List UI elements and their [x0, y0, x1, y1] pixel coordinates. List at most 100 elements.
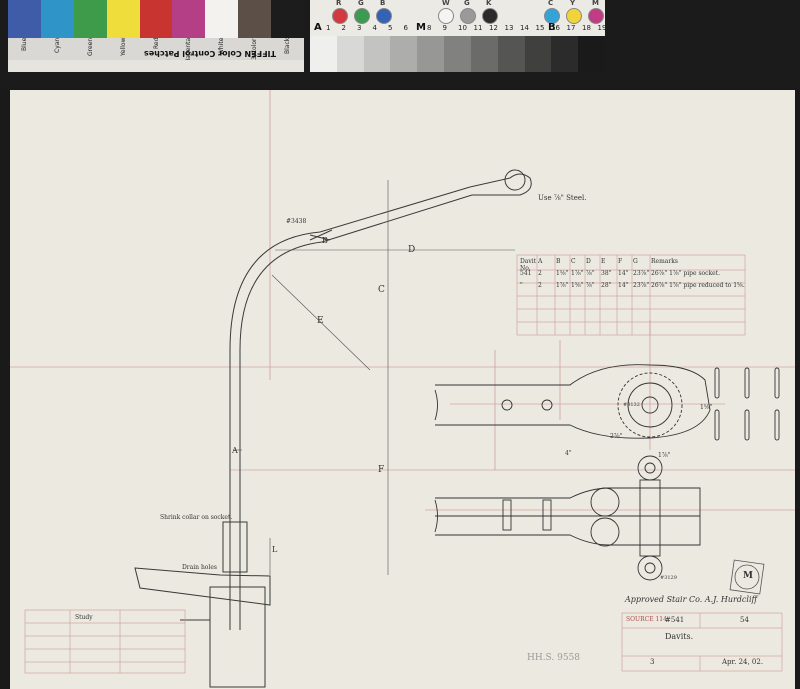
scale-number: 11 [473, 24, 483, 32]
scale-number: 18 [582, 24, 591, 32]
detail-dim-1-7-8: 1⅞" [658, 452, 671, 459]
tiffen-brand-label: TIFFEN Color Control Patches [144, 49, 276, 58]
scale-number: 1 [326, 24, 331, 32]
color-patch [139, 0, 173, 38]
swatch-letter: R [336, 0, 342, 7]
scale-number: 13 [504, 24, 514, 32]
scale-marker: M [416, 22, 426, 33]
color-patch [73, 0, 107, 38]
swatch-dot [332, 8, 348, 24]
table-cell: " [520, 282, 523, 289]
table-cell: 2 [538, 270, 542, 277]
scale-number: 19 [597, 24, 607, 32]
table-cell: 26⅞" 1⅞" pipe socket. [651, 270, 721, 277]
table-cell: 14" [618, 270, 629, 277]
scale-number: 5 [388, 24, 393, 32]
detail-dim-2-7-8: 2⅞" [610, 433, 623, 440]
color-patch [106, 0, 140, 38]
table-cell: C [571, 258, 576, 265]
steel-note: Use ⅞" Steel. [538, 194, 587, 202]
scale-number: 4 [372, 24, 377, 32]
table-cell: ⅞" [586, 270, 595, 277]
scale-marker: B [548, 22, 556, 33]
table-cell: B [556, 258, 561, 265]
part-number-label: #3438 [286, 218, 307, 225]
table-cell: F [618, 258, 623, 265]
scale-number: 15 [535, 24, 545, 32]
swatch-dot [376, 8, 392, 24]
table-cell: A [538, 258, 543, 265]
dim-label-d: D [408, 245, 416, 255]
dim-label-e: E [317, 316, 324, 326]
table-cell: 2 [538, 282, 542, 289]
bottom-left-table-label: Study [75, 614, 93, 621]
scale-number: 6 [403, 24, 408, 32]
scale-marker: A [314, 22, 322, 33]
title-block-title: Davits. [665, 632, 694, 641]
scale-number: 12 [489, 24, 498, 32]
color-patch [271, 0, 305, 38]
table-cell: ⅞" [586, 282, 595, 289]
dim-label-f: F [378, 465, 385, 475]
title-block-sheet: 54 [740, 616, 749, 624]
swatch-dot [588, 8, 604, 24]
table-cell: 541 [520, 270, 532, 277]
detail-part-3132: #3132 [623, 402, 640, 408]
title-block-date: Apr. 24, 02. [722, 658, 764, 666]
title-block-number: #541 [665, 616, 685, 624]
swatch-letter: W [442, 0, 450, 7]
approval-signature: Approved Stair Co. A.J. Hurdcliff [625, 595, 758, 604]
table-cell: 1⅞" [571, 270, 584, 277]
dim-label-a: A [232, 446, 238, 455]
dim-label-l: L [272, 545, 278, 554]
table-cell: 14" [618, 282, 629, 289]
color-patch [172, 0, 206, 38]
detail-part-3129: #3129 [660, 575, 677, 581]
color-patch [40, 0, 74, 38]
table-cell: 38" [601, 270, 612, 277]
scale-number: 3 [357, 24, 362, 32]
color-patch-row [8, 0, 305, 38]
color-patch [238, 0, 272, 38]
table-cell: 1⅝" [556, 270, 569, 277]
table-cell: 26⅞" 1⅞" pipe reduced to 1⅝. [651, 282, 745, 289]
scale-number: 16 [551, 24, 560, 32]
scale-number: 8 [427, 24, 432, 32]
dim-label-b: B [322, 236, 328, 245]
swatch-dot [482, 8, 498, 24]
color-patch [205, 0, 239, 38]
scale-number: 9 [442, 24, 447, 32]
shrink-collar-note: Shrink collar on socket. [160, 514, 233, 521]
color-patch [8, 0, 41, 38]
gray-steps [310, 36, 605, 72]
swatch-letter: Y [570, 0, 576, 7]
title-block-source: SOURCE 114 [626, 616, 667, 623]
table-cell: 1⅝" [571, 282, 584, 289]
swatch-letter: M [592, 0, 599, 7]
swatch-letter: G [464, 0, 470, 7]
drawing-lines [10, 90, 795, 688]
detail-dim-1-5-8: 1⅝" [700, 404, 713, 411]
swatch-dot [544, 8, 560, 24]
table-cell: Davit No. [520, 258, 537, 270]
swatch-dot [566, 8, 582, 24]
table-cell: E [601, 258, 606, 265]
swatch-dot [354, 8, 370, 24]
table-cell: 23⅞" [633, 270, 650, 277]
swatch-dot [438, 8, 454, 24]
table-cell: 28" [601, 282, 612, 289]
scale-number: 2 [341, 24, 346, 32]
swatch-letter: B [380, 0, 386, 7]
swatch-letter: C [548, 0, 554, 7]
swatch-dot [460, 8, 476, 24]
scale-number: 10 [458, 24, 467, 32]
inch-ruler [8, 60, 304, 72]
table-cell: 23⅞" [633, 282, 650, 289]
title-block-scale: 3 [650, 658, 655, 666]
table-row: 541 2 1⅝"1⅞"⅞" 38" 14" 23⅞"26⅞" 1⅞" pipe sock… [520, 270, 746, 282]
m-badge-letter: M [743, 571, 753, 581]
table-cell: D [586, 258, 591, 265]
